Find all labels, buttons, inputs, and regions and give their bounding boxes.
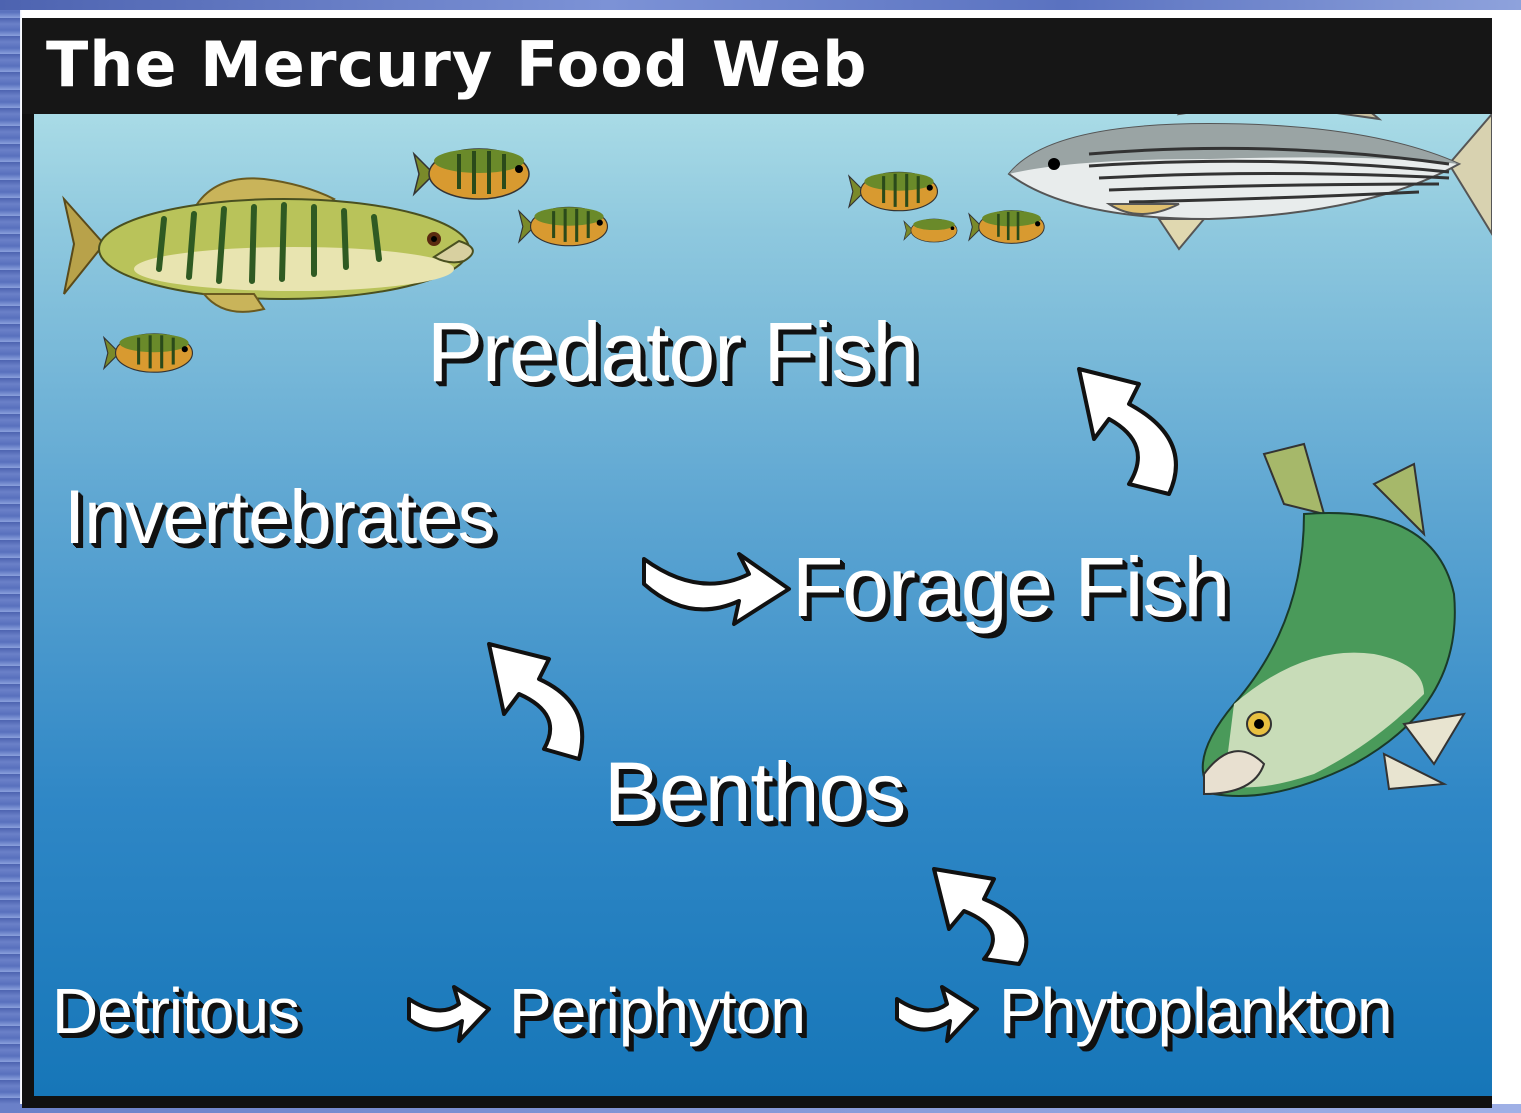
striped-bass-icon: [1009, 114, 1492, 254]
slide-background-top: [0, 0, 1521, 10]
bluegill-icon: [519, 199, 619, 254]
detritous-label: Detritous: [52, 974, 299, 1048]
curved-arrow-icon: [404, 979, 494, 1049]
food-web-poster: The Mercury Food Web: [22, 18, 1492, 1108]
curved-arrow-icon: [1054, 359, 1204, 499]
curved-arrow-icon: [639, 539, 794, 629]
slide-background-left: [0, 0, 20, 1113]
forage-fish-label: Forage Fish: [792, 539, 1229, 636]
title-bar: The Mercury Food Web: [22, 18, 1492, 114]
periphyton-label: Periphyton: [509, 974, 805, 1048]
water-background: Predator Fish Invertebrates Forage Fish …: [34, 114, 1492, 1096]
invertebrates-label: Invertebrates: [64, 474, 495, 561]
curved-arrow-icon: [484, 624, 614, 764]
poster-title: The Mercury Food Web: [46, 28, 867, 101]
bluegill-icon: [904, 214, 964, 247]
predator-fish-label: Predator Fish: [427, 304, 918, 401]
bluegill-icon: [849, 164, 949, 219]
curved-arrow-icon: [924, 859, 1054, 969]
bluegill-icon: [104, 324, 204, 382]
benthos-label: Benthos: [604, 744, 905, 841]
phytoplankton-label: Phytoplankton: [999, 974, 1392, 1048]
curved-arrow-icon: [892, 979, 982, 1049]
